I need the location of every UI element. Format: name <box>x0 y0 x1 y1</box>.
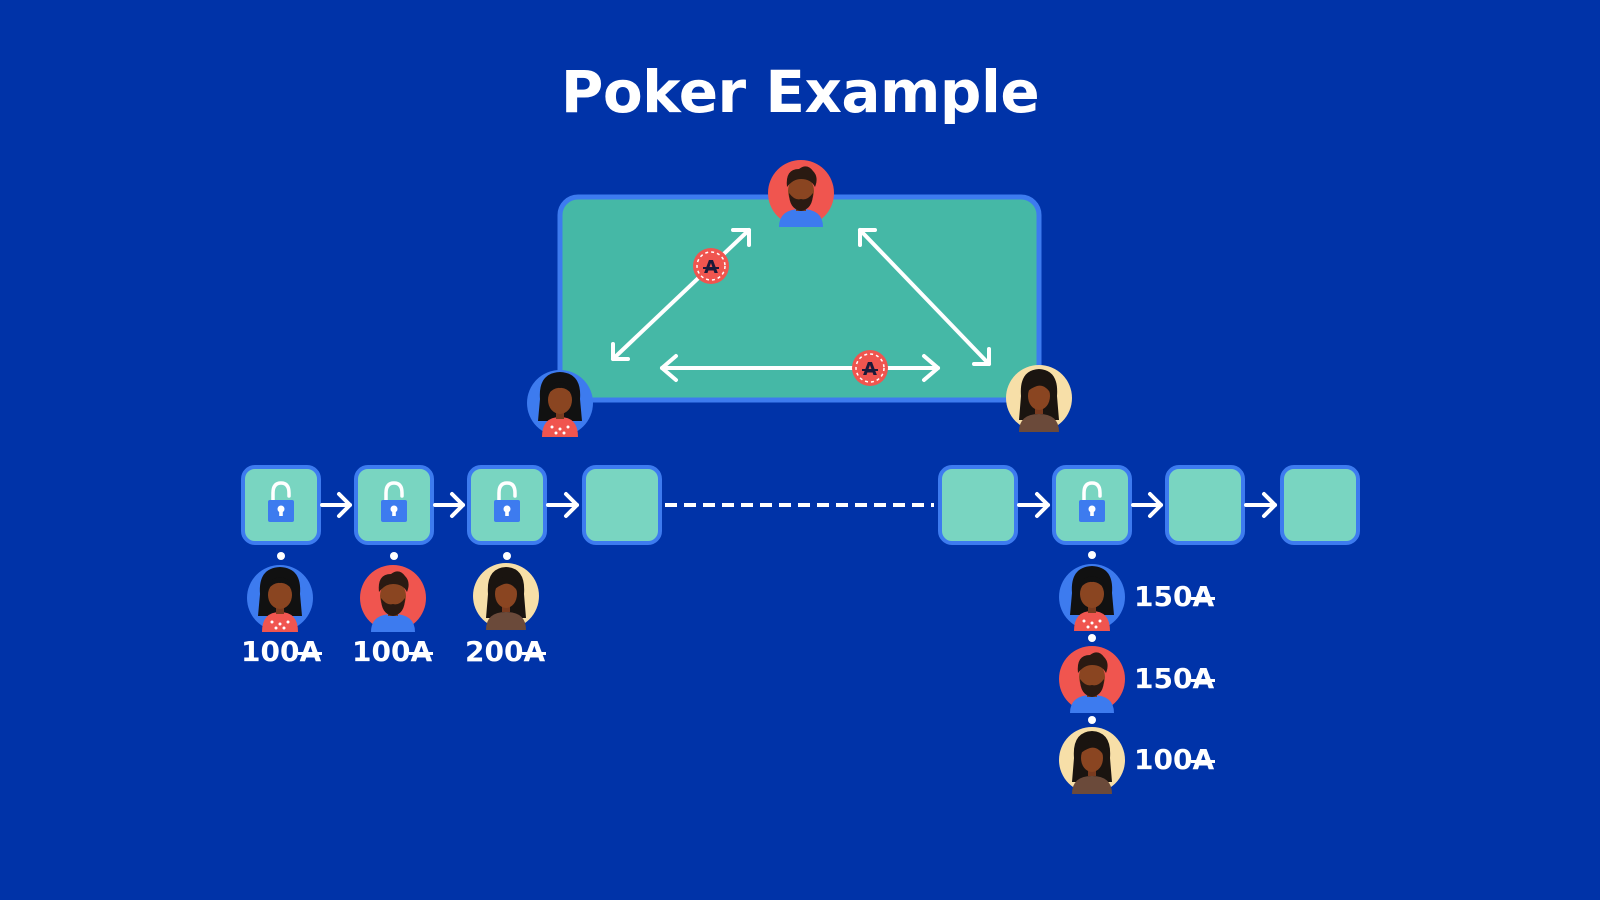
block <box>582 465 662 545</box>
player-avatar-right <box>1006 365 1072 432</box>
balance-label: 100A <box>1134 746 1214 774</box>
player-avatar-initial-1 <box>247 565 313 632</box>
balance-label: 100A <box>352 638 432 666</box>
player-avatar-initial-3 <box>473 563 539 630</box>
currency-icon: A <box>299 635 322 668</box>
balance-label: 150A <box>1134 583 1214 611</box>
block <box>1280 465 1360 545</box>
player-avatar-final-3 <box>1059 727 1125 794</box>
currency-icon: A <box>1192 662 1215 695</box>
transfer-arrows <box>611 228 991 382</box>
block <box>1165 465 1245 545</box>
arrow-head-icon <box>731 228 751 247</box>
balance-amount: 200 <box>465 635 524 668</box>
arrow-head-icon <box>660 354 678 382</box>
balance-amount: 100 <box>241 635 300 668</box>
connector-dots <box>277 551 1096 724</box>
page-title: Poker Example <box>560 58 1040 126</box>
arrow-right-icon <box>1035 492 1050 518</box>
arrow-right-icon <box>564 492 579 518</box>
chain-arrows <box>320 492 1277 518</box>
arrow-right-icon <box>1262 492 1277 518</box>
arrow-right-icon <box>337 492 352 518</box>
balance-label: 100A <box>241 638 321 666</box>
balance-label: 200A <box>465 638 545 666</box>
arrow-right-icon <box>450 492 465 518</box>
player-avatar-final-1 <box>1059 564 1125 631</box>
balance-amount: 150 <box>1134 580 1193 613</box>
arrow-head-icon <box>858 228 877 247</box>
arrow-head-icon <box>922 354 940 382</box>
currency-icon: A <box>1192 743 1215 776</box>
block <box>938 465 1018 545</box>
balance-amount: 150 <box>1134 662 1193 695</box>
player-avatar-left <box>527 370 593 437</box>
blockchain <box>241 465 1360 545</box>
arrow-head-icon <box>972 347 991 366</box>
balance-amount: 100 <box>352 635 411 668</box>
chip-icon <box>851 349 889 387</box>
balance-label: 150A <box>1134 665 1214 693</box>
currency-icon: A <box>410 635 433 668</box>
currency-icon: A <box>1192 580 1215 613</box>
balance-amount: 100 <box>1134 743 1193 776</box>
arrow-head-icon <box>611 342 630 361</box>
currency-icon: A <box>523 635 546 668</box>
arrow-right-icon <box>1148 492 1163 518</box>
player-avatar-final-2 <box>1059 646 1125 713</box>
chip-icon <box>692 247 730 285</box>
player-avatar-initial-2 <box>360 565 426 632</box>
